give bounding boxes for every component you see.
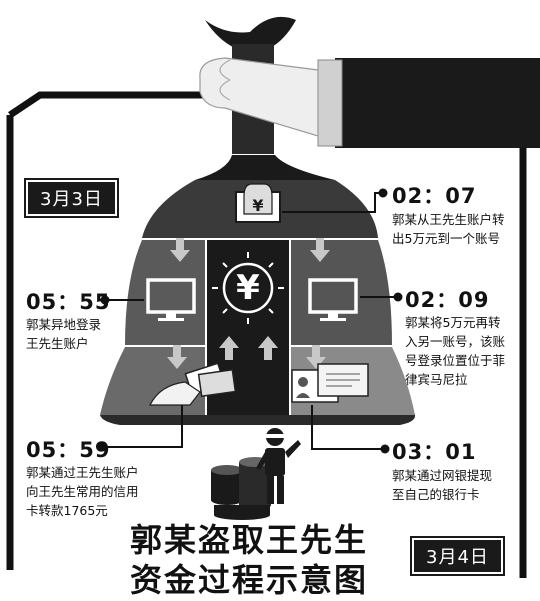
event-time-0207: 02：07 [392, 184, 477, 208]
diagram-title-line1: 郭某盗取王先生 [130, 521, 369, 559]
monitor-icon-left [146, 278, 196, 321]
yen-symbol: ¥ [236, 268, 260, 308]
event-desc-0555: 郭某异地登录 王先生账户 [26, 317, 102, 351]
leader-dot-0555 [100, 295, 110, 305]
hand-money-icon [235, 183, 281, 223]
credit-card-icon [149, 362, 237, 406]
event-time-0559: 05：59 [26, 438, 111, 462]
event-desc-0559: 郭某通过王先生账户 向王先生常用的信用 卡转款1765元 [26, 465, 139, 518]
arrow-up-center-left [219, 336, 239, 360]
monitor-icon-right [308, 278, 358, 321]
event-desc-0301: 郭某通过网银提现 至自己的银行卡 [392, 468, 493, 502]
date-start-badge: 3月3日 [24, 178, 119, 218]
bank-card-icon [291, 363, 369, 403]
leader-dot-0559 [97, 442, 107, 452]
event-desc-0209: 郭某将5万元再转 入另一账号，该账 号登录位置位于菲 律宾马尼拉 [405, 315, 506, 387]
yen-note-symbol: ¥ [252, 196, 264, 215]
event-time-0555: 05：55 [26, 290, 111, 314]
date-end-badge: 3月4日 [410, 536, 505, 576]
leader-dot-0209 [393, 292, 403, 302]
money-bag-neck [195, 155, 335, 180]
leader-0559 [102, 405, 183, 448]
flow-arrows [167, 238, 330, 369]
arrow-down-bottom-left [167, 345, 187, 369]
hand-icon [199, 57, 540, 148]
arrow-up-center-right [258, 336, 278, 360]
event-time-0301: 03：01 [392, 440, 477, 464]
leader-lines [97, 188, 403, 454]
arrow-down-right [310, 238, 330, 262]
thief-icon [256, 428, 301, 504]
diagram-title-line2: 资金过程示意图 [130, 561, 369, 599]
event-time-0209: 02：09 [405, 288, 490, 312]
arrow-down-left [170, 238, 190, 262]
yen-icon [212, 252, 284, 324]
arrow-down-bottom-right [306, 345, 326, 369]
leader-dot-0301 [380, 444, 390, 454]
leader-0301 [311, 405, 385, 450]
leader-dot-0207 [378, 188, 388, 198]
event-desc-0207: 郭某从王先生账户转 出5万元到一个账号 [392, 212, 505, 246]
coin-stack-icon [211, 457, 271, 520]
